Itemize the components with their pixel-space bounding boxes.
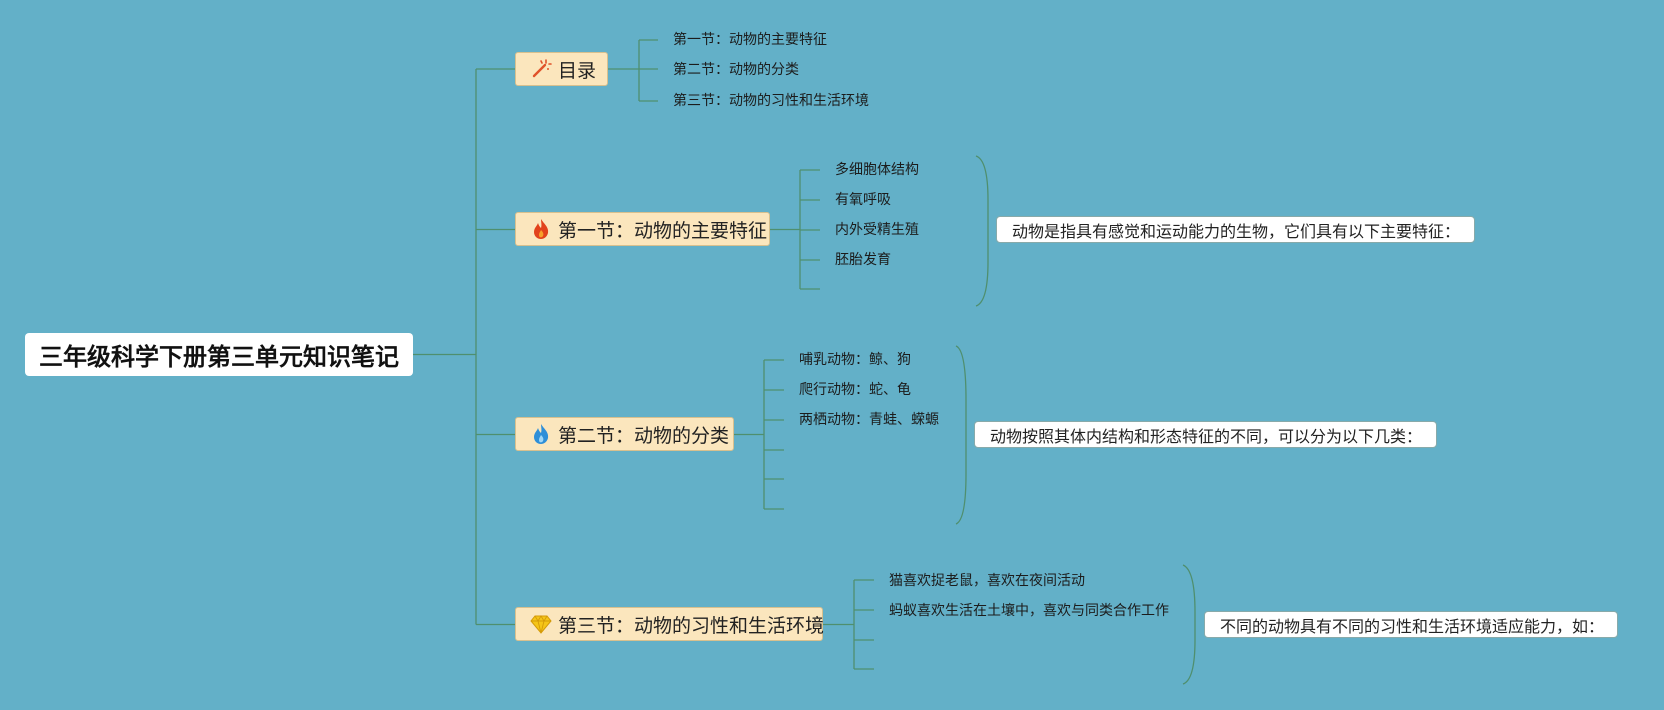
branch-section-2[interactable]: 第二节：动物的分类 (515, 417, 734, 451)
summary-text: 动物是指具有感觉和运动能力的生物，它们具有以下主要特征： (1012, 221, 1461, 241)
summary-section-1[interactable]: 动物是指具有感觉和运动能力的生物，它们具有以下主要特征： (996, 216, 1475, 243)
root-topic[interactable]: 三年级科学下册第三单元知识笔记 (25, 333, 413, 376)
branch-label: 目录 (558, 59, 597, 82)
fire-icon (530, 218, 552, 240)
branch-section-1[interactable]: 第一节：动物的主要特征 (515, 212, 770, 246)
leaf-class-3[interactable]: 两栖动物：青蛙、蝾螈 (799, 412, 939, 428)
fire-icon (530, 423, 552, 445)
summary-text: 不同的动物具有不同的习性和生活环境适应能力，如： (1220, 616, 1605, 636)
leaf-feature-3[interactable]: 内外受精生殖 (835, 222, 919, 238)
leaf-feature-4[interactable]: 胚胎发育 (835, 252, 891, 268)
leaf-toc-3[interactable]: 第三节：动物的习性和生活环境 (673, 93, 869, 109)
summary-section-2[interactable]: 动物按照其体内结构和形态特征的不同，可以分为以下几类： (974, 421, 1437, 448)
leaf-habit-2[interactable]: 蚂蚁喜欢生活在土壤中，喜欢与同类合作工作 (889, 603, 1169, 619)
leaf-feature-1[interactable]: 多细胞体结构 (835, 162, 919, 178)
branch-label: 第一节：动物的主要特征 (558, 219, 768, 242)
summary-text: 动物按照其体内结构和形态特征的不同，可以分为以下几类： (990, 426, 1423, 446)
branch-contents[interactable]: 目录 (515, 52, 608, 86)
diamond-icon (530, 613, 552, 635)
root-title: 三年级科学下册第三单元知识笔记 (39, 343, 399, 371)
leaf-class-1[interactable]: 哺乳动物：鲸、狗 (799, 352, 911, 368)
summary-section-3[interactable]: 不同的动物具有不同的习性和生活环境适应能力，如： (1204, 611, 1618, 638)
leaf-toc-1[interactable]: 第一节：动物的主要特征 (673, 32, 827, 48)
magic-wand-icon (530, 58, 552, 80)
branch-label: 第三节：动物的习性和生活环境 (558, 614, 825, 637)
branch-label: 第二节：动物的分类 (558, 424, 730, 447)
leaf-feature-2[interactable]: 有氧呼吸 (835, 192, 891, 208)
leaf-toc-2[interactable]: 第二节：动物的分类 (673, 62, 799, 78)
branch-section-3[interactable]: 第三节：动物的习性和生活环境 (515, 607, 825, 641)
leaf-class-2[interactable]: 爬行动物：蛇、龟 (799, 382, 911, 398)
leaf-habit-1[interactable]: 猫喜欢捉老鼠，喜欢在夜间活动 (889, 573, 1085, 589)
